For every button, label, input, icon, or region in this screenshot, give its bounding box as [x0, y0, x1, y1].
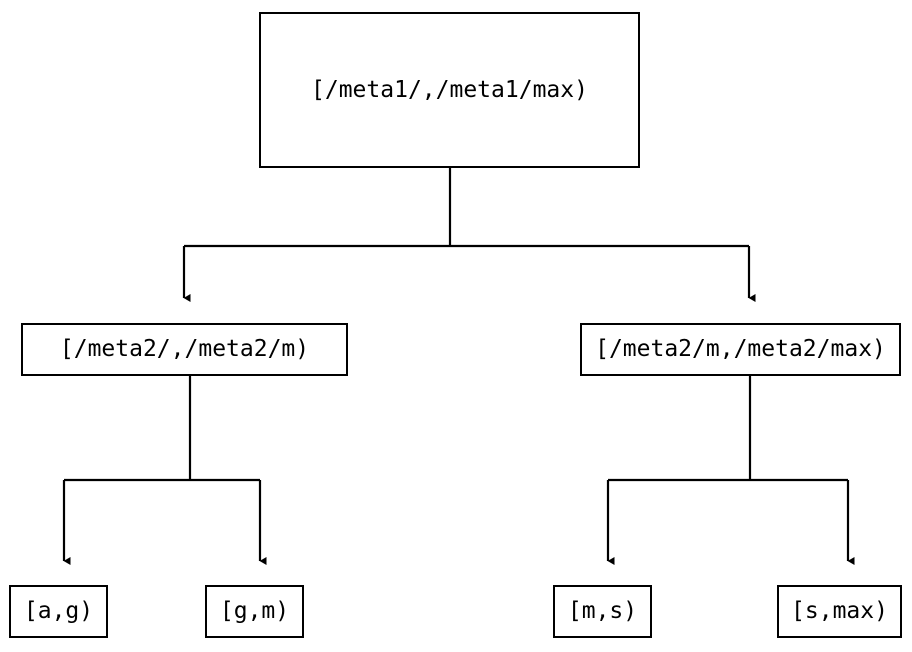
node-meta2-low[interactable]: [/meta2/,/meta2/m)	[21, 323, 348, 376]
node-meta2-high-label: [/meta2/m,/meta2/max)	[595, 336, 886, 362]
node-root-label: [/meta1/,/meta1/max)	[311, 76, 588, 103]
node-leaf-a-g[interactable]: [a,g)	[9, 585, 108, 638]
node-leaf-s-max-label: [s,max)	[791, 598, 888, 624]
node-leaf-s-max[interactable]: [s,max)	[777, 585, 902, 638]
edge-level2-left-to-leaves	[62, 376, 267, 565]
node-meta2-low-label: [/meta2/,/meta2/m)	[59, 336, 310, 362]
node-leaf-m-s-label: [m,s)	[567, 598, 638, 624]
node-leaf-g-m-label: [g,m)	[219, 598, 290, 624]
node-root[interactable]: [/meta1/,/meta1/max)	[259, 12, 640, 168]
node-meta2-high[interactable]: [/meta2/m,/meta2/max)	[580, 323, 901, 376]
edge-root-to-level2	[182, 168, 756, 302]
edge-level2-right-to-leaves	[606, 376, 855, 565]
node-leaf-a-g-label: [a,g)	[23, 598, 94, 624]
node-leaf-g-m[interactable]: [g,m)	[205, 585, 304, 638]
node-leaf-m-s[interactable]: [m,s)	[553, 585, 652, 638]
